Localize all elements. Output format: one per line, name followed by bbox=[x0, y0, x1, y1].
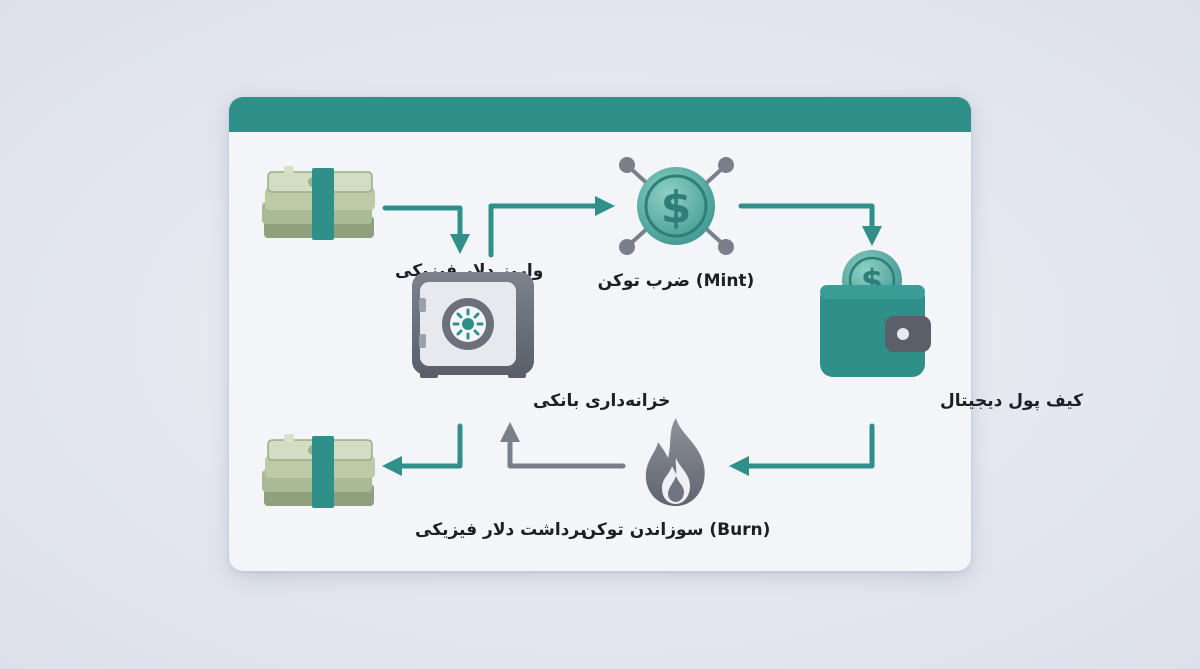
treasury-label: خزانه‌داری بانکی bbox=[533, 391, 670, 411]
cash-stack-icon bbox=[262, 166, 375, 240]
arrow-burn-to-treasury bbox=[500, 422, 626, 469]
wallet-label: کیف پول دیجیتال bbox=[940, 391, 1083, 411]
cash-stack-icon bbox=[262, 434, 375, 508]
digital-wallet-icon: $ bbox=[820, 250, 931, 377]
withdraw-label: برداشت دلار فیزیکی bbox=[415, 520, 586, 540]
burn-label: سوزاندن توکن (Burn) bbox=[582, 520, 771, 540]
arrow-mint-to-wallet bbox=[738, 203, 882, 246]
arrow-treasury-to-mint bbox=[488, 196, 615, 258]
arrow-treasury-to-withdraw bbox=[382, 423, 463, 476]
arrow-deposit-to-treasury bbox=[382, 205, 470, 254]
svg-text:$: $ bbox=[661, 182, 692, 233]
mint-label: ضرب توکن (Mint) bbox=[598, 271, 755, 291]
arrow-wallet-to-burn bbox=[729, 423, 875, 476]
card-header-bar bbox=[229, 97, 971, 132]
flame-icon bbox=[645, 418, 705, 506]
bank-vault-icon bbox=[412, 272, 534, 378]
token-coin-icon: $ bbox=[619, 157, 734, 255]
